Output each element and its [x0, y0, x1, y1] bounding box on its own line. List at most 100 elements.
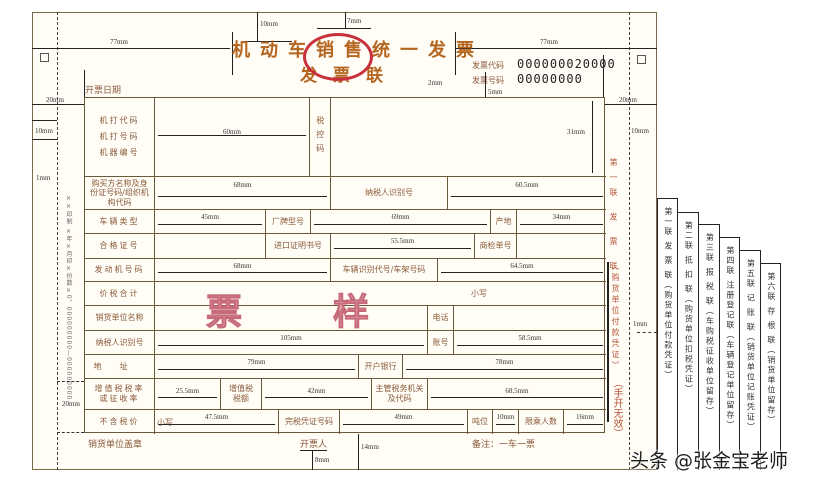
copy-tab-1-label: 第一联 发 票 联（购货单位付款凭证）	[663, 207, 673, 381]
tax-authority-field[interactable]: 68.5mm	[428, 379, 606, 410]
duty-cert-label: 完税凭证号码	[279, 410, 340, 434]
dim-origin: 34mm	[552, 213, 571, 222]
copy-tab-1[interactable]: 第一联 发 票 联（购货单位付款凭证）	[657, 198, 678, 470]
brand-model-field[interactable]: 69mm	[311, 210, 491, 234]
seller-tax-id-field[interactable]: 105mm	[155, 331, 428, 355]
seller-tax-id-label: 纳税人识别号	[85, 331, 155, 355]
title-left-tick	[232, 32, 233, 75]
dim-line	[485, 72, 486, 97]
vat-rate-field[interactable]: 25.5mm	[155, 379, 221, 410]
invoice-no: 00000000	[517, 72, 583, 86]
machine-codes-label: 机打代码 机打号码 机器编号	[85, 98, 155, 177]
copy-tab-5[interactable]: 第五联 记 账 联（销货单位记账凭证）	[739, 250, 761, 470]
vehicle-type-field[interactable]: 45mm	[155, 210, 266, 234]
print-note: ××印制 ×年×月印×份数×0，000000000—000000000	[65, 195, 72, 401]
vat-amount-label: 增值税税额	[221, 379, 262, 410]
seats-label: 限乘人数	[519, 410, 564, 434]
dim-seller-tax: 105mm	[280, 334, 302, 343]
invoice-code-label: 发票代码	[472, 61, 504, 70]
dim-authority: 68.5mm	[505, 386, 529, 395]
dim-account: 58.5mm	[518, 334, 542, 343]
issue-date-label: 开票日期	[85, 86, 122, 96]
dim-right-10: 10mm	[631, 127, 649, 135]
dim-code-bottom: 5mm	[488, 88, 503, 96]
machine-code-field[interactable]: 60mm	[155, 98, 310, 177]
total-field[interactable]: 小写	[155, 282, 606, 306]
dim-line	[84, 70, 85, 97]
bank-field[interactable]: 78mm	[403, 355, 606, 379]
origin-field[interactable]: 34mm	[517, 210, 606, 234]
dim-line	[257, 12, 258, 41]
buyer-tax-id-text: 纳税人识别号	[365, 188, 413, 198]
copy-tab-6[interactable]: 第六联 存 根 联（销货单位留存）	[760, 263, 781, 470]
dim-left-bottom: 20mm	[62, 400, 80, 408]
dim-right-margin: 20mm	[619, 96, 637, 104]
sample-mark-2: 样	[332, 291, 370, 334]
dim-seats: 16mm	[576, 413, 594, 422]
watermark: 头条 @张金宝老师	[630, 450, 789, 472]
seller-name-field[interactable]	[155, 306, 428, 331]
title-left-dimension-line	[32, 48, 230, 49]
machine-serial-label: 机器编号	[99, 148, 140, 157]
tax-control-text: 税控码	[315, 116, 325, 158]
dim-line	[637, 332, 657, 333]
copy-tab-4[interactable]: 第四联 注册登记联（车辆登记单位留存）	[719, 237, 740, 470]
right-margin-guide	[629, 12, 630, 470]
vat-amount-text: 增值税税额	[229, 384, 253, 403]
buyer-label-text: 购买方名称及身份证号码/组织机构代码	[90, 178, 149, 207]
invoice-code: 000000020000	[517, 57, 616, 71]
dim-vtype: 45mm	[201, 213, 219, 222]
address-field[interactable]: 79mm	[155, 355, 359, 379]
tax-control-field[interactable]: 31mm	[331, 98, 606, 177]
vin-label: 车辆识别代号/车架号码	[331, 259, 438, 282]
dim-vin: 64.5mm	[510, 262, 534, 271]
origin-label: 产地	[491, 210, 517, 234]
tonnage-field[interactable]: 10mm	[493, 410, 519, 434]
buyer-tax-id-label: 纳税人识别号	[331, 177, 448, 210]
vat-amount-field[interactable]: 42mm	[262, 379, 372, 410]
remark: 备注：一车一票	[472, 440, 536, 450]
bank-label: 开户银行	[359, 355, 403, 379]
account-label: 账号	[428, 331, 454, 355]
invoice-table: 机打代码 机打号码 机器编号 60mm 税控码 31mm 购买方名称及身份证号码…	[84, 97, 606, 434]
buyer-field[interactable]: 68mm	[155, 177, 331, 210]
dim-buyer: 68mm	[233, 181, 252, 190]
side-manual-invalid: （手开无效）	[611, 378, 622, 438]
copy-tab-3[interactable]: 第三联 报 税 联（车购税征收单位留存）	[698, 224, 720, 470]
total-label: 价税合计	[85, 282, 155, 306]
buyer-label: 购买方名称及身份证号码/组织机构代码	[85, 177, 155, 210]
side-bar	[607, 262, 609, 422]
vat-rate-text: 增值税税率或征收率	[94, 384, 145, 403]
phone-field[interactable]	[454, 306, 606, 331]
account-field[interactable]: 58.5mm	[454, 331, 606, 355]
inspection-no-label: 商检单号	[475, 234, 517, 259]
engine-no-field[interactable]: 68mm	[155, 259, 331, 282]
vin-field[interactable]: 64.5mm	[438, 259, 606, 282]
buyer-tax-id-field[interactable]: 60.5mm	[448, 177, 606, 210]
dim-title-right: 77mm	[540, 38, 558, 46]
dim-bottom-14: 14mm	[361, 443, 379, 451]
tonnage-label: 吨位	[468, 410, 493, 434]
seller-stamp-label: 销货单位盖章	[88, 440, 143, 450]
left-margin-guide	[57, 12, 58, 470]
duty-cert-field[interactable]: 49mm	[340, 410, 468, 434]
dim-code-gap: 2mm	[428, 79, 443, 87]
copy-tab-2[interactable]: 第二联 抵 扣 联（购货单位扣税凭证）	[677, 212, 699, 470]
phone-label: 电话	[428, 306, 454, 331]
cert-no-field[interactable]	[155, 234, 266, 259]
dim-price: 47.5mm	[204, 413, 229, 422]
tax-authority-text: 主管税务机关及代码	[375, 384, 424, 403]
dim-line	[32, 120, 57, 121]
engine-no-label: 发动机号码	[85, 259, 155, 282]
inspection-no-field[interactable]	[517, 234, 606, 259]
sample-mark-1: 票	[205, 291, 243, 334]
dim-line	[603, 55, 604, 97]
dim-line	[605, 104, 657, 105]
dim-line	[317, 28, 371, 29]
vat-rate-label: 增值税税率或征收率	[85, 379, 155, 410]
dim-line	[312, 450, 313, 470]
dim-line	[345, 12, 346, 28]
seats-field[interactable]: 16mm	[564, 410, 606, 434]
import-cert-field[interactable]: 55.5mm	[331, 234, 475, 259]
